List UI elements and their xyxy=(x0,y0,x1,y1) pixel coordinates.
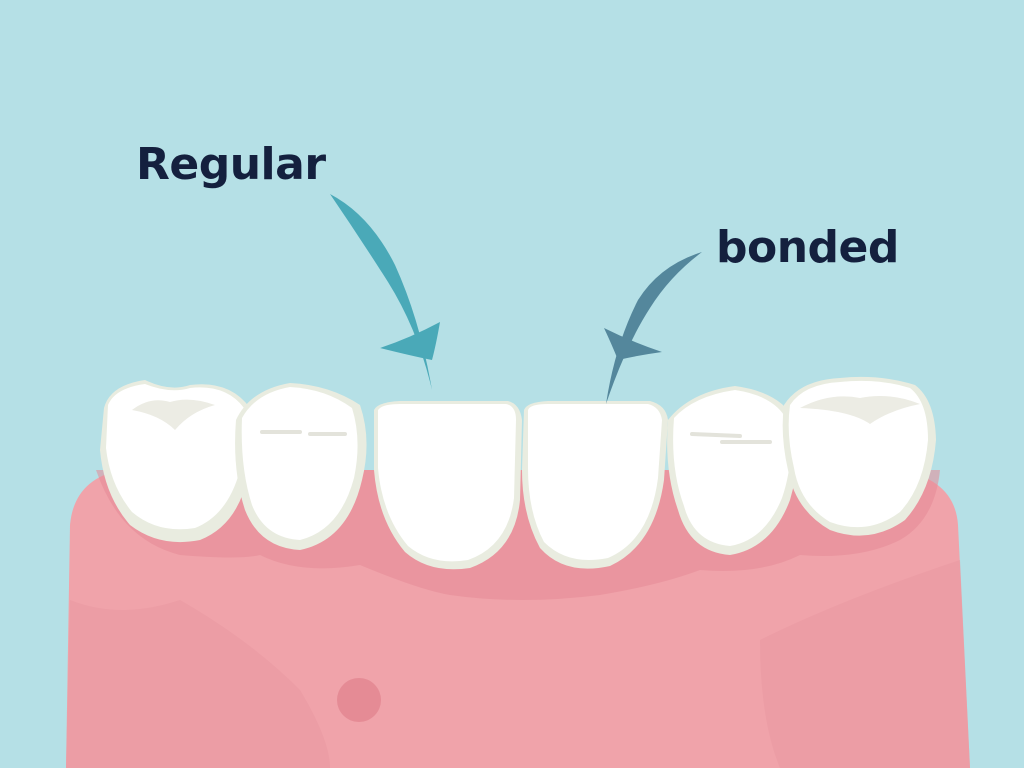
curved-arrow-down-icon xyxy=(330,194,440,390)
left-molar xyxy=(100,380,254,543)
right-premolar xyxy=(667,386,798,555)
right-molar xyxy=(782,376,936,536)
bonded-label: bonded xyxy=(716,222,899,273)
teeth xyxy=(100,376,936,570)
left-premolar xyxy=(235,383,367,550)
curved-arrow-down-icon xyxy=(604,252,702,404)
regular-label: Regular xyxy=(136,139,326,190)
regular-tooth xyxy=(374,401,522,570)
gum-spot xyxy=(337,678,381,722)
bonded-tooth xyxy=(522,401,668,569)
